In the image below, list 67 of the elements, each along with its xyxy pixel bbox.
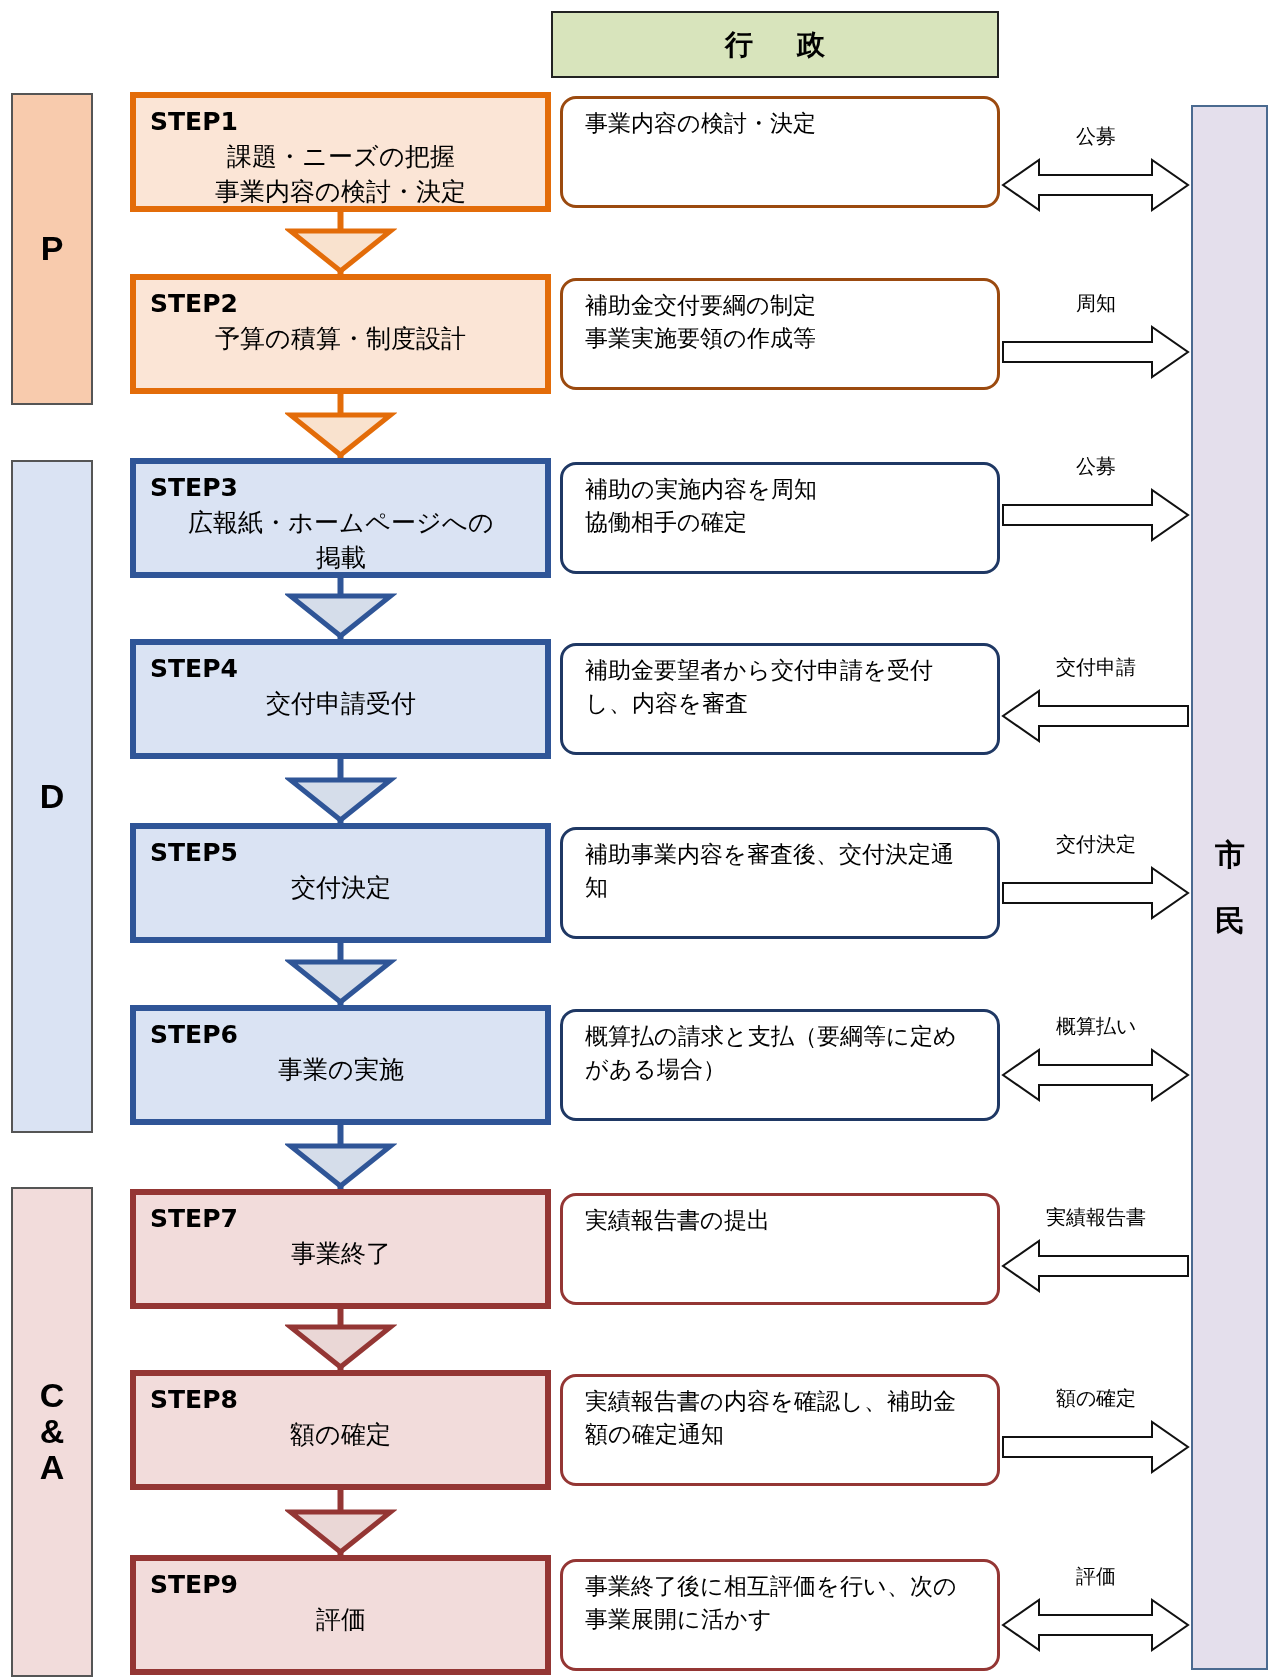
step-text: 評価 [314, 1604, 367, 1636]
task-box [560, 462, 1000, 574]
task-text: 補助金交付要綱の制定 [585, 291, 817, 320]
header-box [551, 11, 999, 78]
step-number: STEP9 [150, 1569, 238, 1601]
task-text: 実績報告書の内容を確認し、補助金額の確定通知 [585, 1387, 957, 1450]
phase-label: C&A [38, 1378, 66, 1486]
step-text: 課題・ニーズの把握 [225, 141, 456, 173]
step-box [130, 639, 551, 759]
step-number: STEP4 [150, 653, 238, 685]
step-box [130, 92, 551, 212]
task-box [560, 643, 1000, 755]
task-text: 概算払の請求と支払（要綱等に定めがある場合） [585, 1022, 958, 1085]
task-box [560, 96, 1000, 208]
step-text: 予算の積算・制度設計 [214, 323, 467, 355]
phase-label: D [38, 778, 66, 815]
phase-label: P [39, 231, 65, 267]
step-box [130, 1370, 551, 1490]
step-box [130, 274, 551, 394]
step-text: 事業終了 [289, 1238, 392, 1270]
step-box [130, 1005, 551, 1125]
task-text: 事業実施要領の作成等 [585, 324, 817, 354]
block-arrow [1002, 866, 1190, 920]
step-number: STEP2 [150, 288, 238, 320]
header-text: 行政 [725, 26, 869, 63]
block-arrow [1002, 1420, 1190, 1474]
task-box [560, 827, 1000, 939]
step-text: 事業の実施 [276, 1054, 405, 1086]
step-number: STEP8 [150, 1384, 238, 1416]
step-box [130, 1189, 551, 1309]
band-label: 市民 [1214, 836, 1245, 939]
block-arrow [1002, 325, 1190, 379]
block-arrow [1001, 1598, 1190, 1652]
task-text: 実績報告書の提出 [585, 1206, 771, 1235]
step-box [130, 823, 551, 943]
step-number: STEP7 [150, 1203, 238, 1235]
step-text: 事業内容の検討・決定 [214, 176, 467, 208]
task-box [560, 1559, 1000, 1671]
block-arrow [1001, 1239, 1189, 1293]
block-arrow [1001, 158, 1190, 212]
step-box [130, 458, 551, 578]
task-text: 補助事業内容を審査後、交付決定通知 [585, 840, 955, 903]
step-number: STEP3 [150, 472, 238, 504]
task-text: 事業終了後に相互評価を行い、次の事業展開に活かす [585, 1572, 958, 1635]
step-number: STEP1 [150, 106, 238, 138]
phase-band [11, 93, 93, 405]
block-arrow [1001, 689, 1189, 743]
task-box [560, 1193, 1000, 1305]
block-arrow [1002, 488, 1190, 542]
task-box [560, 1009, 1000, 1121]
step-text: 交付決定 [289, 872, 392, 904]
step-text: 額の確定 [289, 1419, 392, 1451]
step-number: STEP5 [150, 837, 238, 869]
task-text: 事業内容の検討・決定 [585, 109, 817, 138]
block-arrow [1001, 1048, 1190, 1102]
task-text: 協働相手の確定 [585, 508, 748, 538]
step-text: 広報紙・ホームページへの掲載 [186, 507, 495, 574]
phase-band [11, 460, 93, 1133]
phase-band [11, 1187, 93, 1677]
step-text: 交付申請受付 [264, 688, 417, 720]
step-number: STEP6 [150, 1019, 238, 1051]
task-text: 補助金要望者から交付申請を受付し、内容を審査 [585, 656, 934, 719]
task-box [560, 1374, 1000, 1486]
task-text: 補助の実施内容を周知 [585, 475, 818, 504]
task-box [560, 278, 1000, 390]
citizen-band [1191, 105, 1268, 1670]
step-box [130, 1555, 551, 1675]
